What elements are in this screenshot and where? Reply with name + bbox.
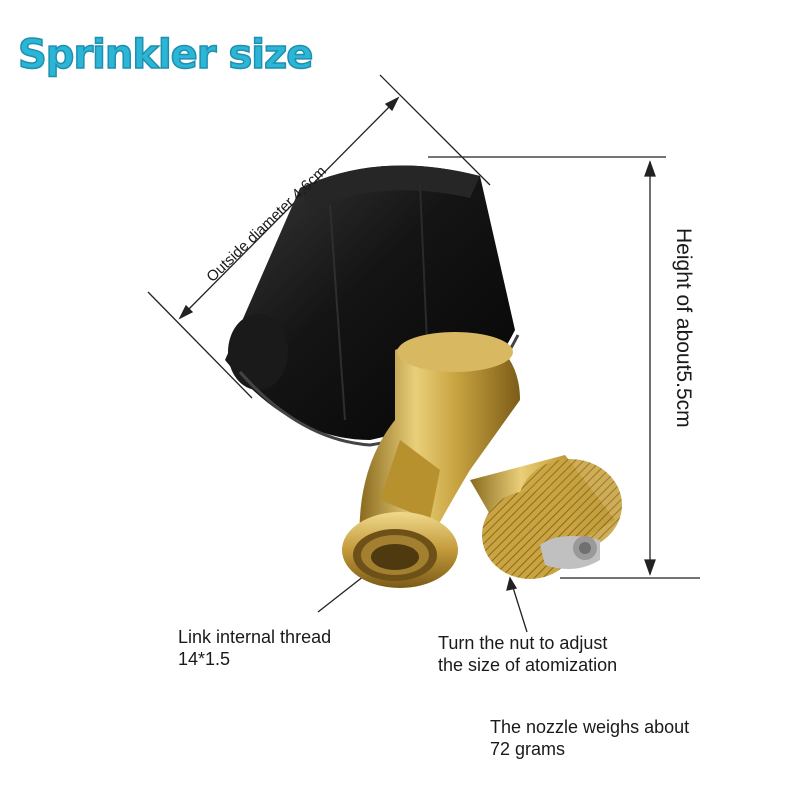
page-title: Sprinkler size: [17, 31, 314, 79]
thread-label: Link internal thread 14*1.5: [178, 626, 331, 670]
weight-label: The nozzle weighs about 72 grams: [490, 716, 689, 760]
height-dimension-line: [428, 156, 700, 579]
thread-label-line1: Link internal thread: [178, 627, 332, 647]
nut-label-line2: the size of atomization: [438, 655, 618, 675]
brass-body: [359, 332, 520, 560]
nut-label-line1: Turn the nut to adjust: [438, 633, 608, 653]
diameter-dimension-line: [147, 74, 491, 399]
height-label: Height of about5.5cm: [672, 228, 695, 428]
threaded-inlet: [342, 512, 458, 588]
knurled-nut: [470, 455, 622, 579]
nut-label: Turn the nut to adjust the size of atomi…: [438, 632, 617, 676]
weight-label-line2: 72 grams: [490, 739, 566, 759]
weight-label-line1: The nozzle weighs about: [490, 717, 690, 737]
thread-label-line2: 14*1.5: [178, 649, 231, 669]
